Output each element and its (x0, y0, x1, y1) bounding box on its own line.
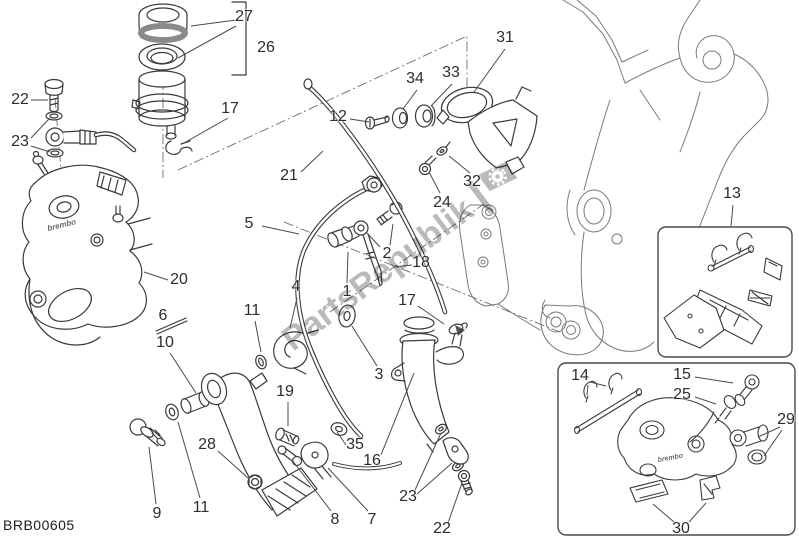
inset-rear-caliper: brembo (557, 362, 796, 536)
group-bracket-26 (231, 1, 247, 76)
watermark: PartsRepublik (275, 161, 518, 358)
pad-pin (155, 317, 188, 335)
clamp-grommet (414, 104, 436, 128)
flag-gear-icon (477, 161, 518, 192)
pivot-washer (165, 403, 179, 421)
inset-brake-pads (657, 226, 793, 358)
banjo-fitting-rear (442, 437, 469, 465)
banjo-bolt-rear (457, 469, 473, 496)
hose-clip-upper (165, 140, 193, 155)
bracket-washer (436, 141, 451, 156)
clamp-washer (391, 107, 409, 129)
adjuster-screw (275, 427, 300, 447)
pivot-bolt (129, 418, 166, 447)
reservoir-clamp-bracket (436, 86, 538, 175)
watermark-text: PartsRepublik (275, 190, 481, 358)
rear-master-cylinder (390, 316, 468, 453)
leader-lines (30, 19, 783, 524)
lock-nut (247, 474, 263, 490)
brake-pedal (200, 372, 318, 517)
banjo-bolt-front (44, 78, 64, 113)
reservoir-hose (303, 78, 448, 315)
reservoir-cap (138, 3, 188, 43)
reservoir-body (131, 70, 189, 140)
pushrod-assembly (327, 220, 383, 287)
clevis-pin (277, 445, 303, 467)
pushrod-washer (330, 422, 348, 436)
rear-brake-caliper: brembo (21, 150, 153, 346)
reservoir-diaphragm (138, 43, 186, 71)
flat-washer (338, 304, 356, 328)
diagram-code: BRB00605 (3, 517, 75, 533)
clamp-screw (364, 115, 390, 130)
pedal-oring (255, 354, 267, 370)
inset-caliper-brand-marking: brembo (657, 452, 684, 463)
banjo-fitting-front (45, 127, 137, 153)
brake-hose-front (295, 175, 383, 439)
pivot-bushing (180, 391, 210, 414)
clevis-fork (300, 441, 332, 480)
bracket-screw (418, 155, 437, 176)
watermark-separator-bar (466, 179, 495, 214)
motorcycle-frame (455, 0, 769, 356)
